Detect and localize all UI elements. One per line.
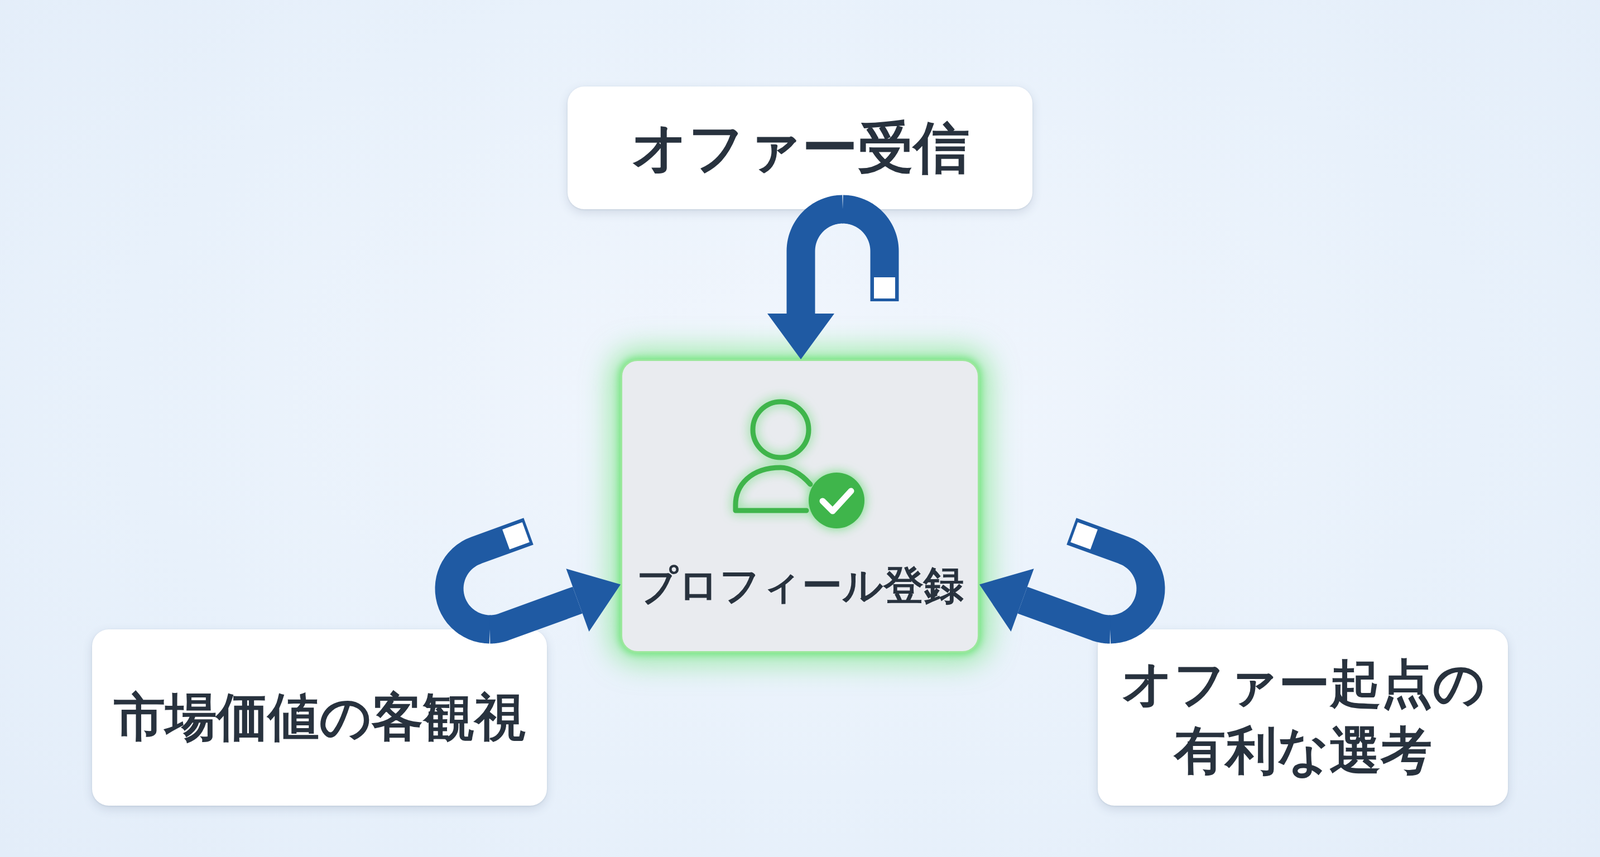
arrow-shaft (489, 600, 578, 630)
u-turn-arrow (449, 522, 621, 632)
arrow-head (767, 313, 835, 360)
node-label: オファー起点の 有利な選考 (1114, 650, 1492, 785)
arrow-head (565, 568, 621, 632)
arrow-shaft (1022, 600, 1111, 630)
node-label: 市場価値の客観視 (113, 684, 526, 752)
magnet-tip (873, 277, 896, 299)
user-body (735, 467, 811, 511)
u-turn-arrow (979, 522, 1151, 632)
check-badge (808, 472, 865, 529)
magnet-tip (502, 522, 530, 550)
arrow-head (979, 568, 1035, 632)
hub-box: プロフィール登録 (620, 359, 980, 653)
process-box: オファー起点の 有利な選考 (1097, 629, 1508, 806)
user-head (752, 401, 809, 458)
node-label: プロフィール登録 (636, 559, 964, 613)
u-turn-arrow (767, 209, 896, 360)
process-box: 市場価値の客観視 (92, 629, 547, 806)
arrow-shaft (800, 209, 843, 314)
node-label: オファー受信 (631, 111, 970, 185)
check-mark (822, 491, 852, 512)
user-outline (735, 401, 811, 511)
process-box: オファー受信 (567, 86, 1033, 210)
magnet-tip (1070, 522, 1098, 550)
